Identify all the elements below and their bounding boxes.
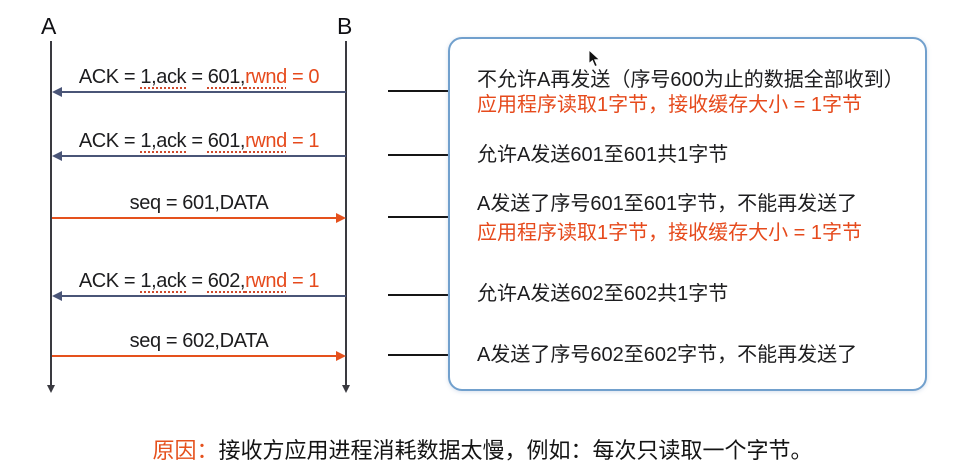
rwnd-value: = 0 — [286, 66, 320, 88]
annotation-line: 允许A发送602至602共1字节 — [477, 283, 729, 305]
label-part: 602, — [207, 270, 246, 292]
rwnd-value: = 1 — [286, 270, 320, 292]
caption-prefix: 原因： — [152, 438, 219, 463]
annotation-line: 应用程序读取1字节，接收缓存大小 = 1字节 — [477, 94, 863, 116]
annotation-line: 应用程序读取1字节，接收缓存大小 = 1字节 — [477, 222, 863, 244]
label-part: 1,ack — [140, 66, 187, 88]
message-label: seq = 601,DATA — [129, 192, 269, 214]
rwnd-part: rwnd — [245, 130, 287, 152]
lifeline-b — [342, 41, 350, 393]
label-part: = — [186, 66, 208, 88]
mouse-cursor-icon — [588, 49, 601, 68]
lifeline-a — [47, 41, 55, 393]
data-arrow-right-icon — [52, 351, 346, 361]
label-part: 1,ack — [140, 270, 187, 292]
label-part: = — [186, 130, 208, 152]
message-row-ack-rwnd0: ACK = 1,ack = 601,rwnd = 0 — [52, 57, 346, 97]
annotation-line: 允许A发送601至601共1字节 — [477, 144, 729, 166]
message-label: ACK = 1,ack = 601,rwnd = 1 — [52, 130, 346, 153]
ack-arrow-left-icon — [52, 87, 346, 97]
message-label: seq = 602,DATA — [129, 330, 269, 352]
label-part: ACK = — [78, 270, 141, 292]
annotation-line: 不允许A再发送（序号600为止的数据全部收到） — [477, 69, 904, 91]
message-row-seq601: seq = 601,DATA — [52, 183, 346, 223]
message-row-ack602: ACK = 1,ack = 602,rwnd = 1 — [52, 261, 346, 301]
label-part: ACK = — [78, 66, 141, 88]
caption-text: 接收方应用进程消耗数据太慢，例如：每次只读取一个字节。 — [218, 438, 813, 463]
label-part: ACK = — [78, 130, 141, 152]
message-label: ACK = 1,ack = 601,rwnd = 0 — [52, 66, 346, 89]
annotation-box: 不允许A再发送（序号600为止的数据全部收到） 应用程序读取1字节，接收缓存大小… — [448, 37, 927, 391]
message-label: ACK = 1,ack = 602,rwnd = 1 — [52, 270, 346, 293]
message-row-seq602: seq = 602,DATA — [52, 321, 346, 361]
message-row-ack-rwnd1: ACK = 1,ack = 601,rwnd = 1 — [52, 121, 346, 161]
label-part: 601, — [207, 130, 246, 152]
ack-arrow-left-icon — [52, 151, 346, 161]
annotation-line: A发送了序号602至602字节，不能再发送了 — [477, 344, 858, 366]
label-part: 601, — [207, 66, 246, 88]
label-part: = — [186, 270, 208, 292]
data-arrow-right-icon — [52, 213, 346, 223]
ack-arrow-left-icon — [52, 291, 346, 301]
host-b-label: B — [337, 13, 353, 39]
label-part: 1,ack — [140, 130, 187, 152]
annotation-line: A发送了序号601至601字节，不能再发送了 — [477, 193, 858, 215]
rwnd-part: rwnd — [245, 270, 287, 292]
rwnd-part: rwnd — [245, 66, 287, 88]
caption: 原因：接收方应用进程消耗数据太慢，例如：每次只读取一个字节。 — [0, 433, 965, 465]
host-a-label: A — [41, 13, 57, 39]
rwnd-value: = 1 — [286, 130, 320, 152]
